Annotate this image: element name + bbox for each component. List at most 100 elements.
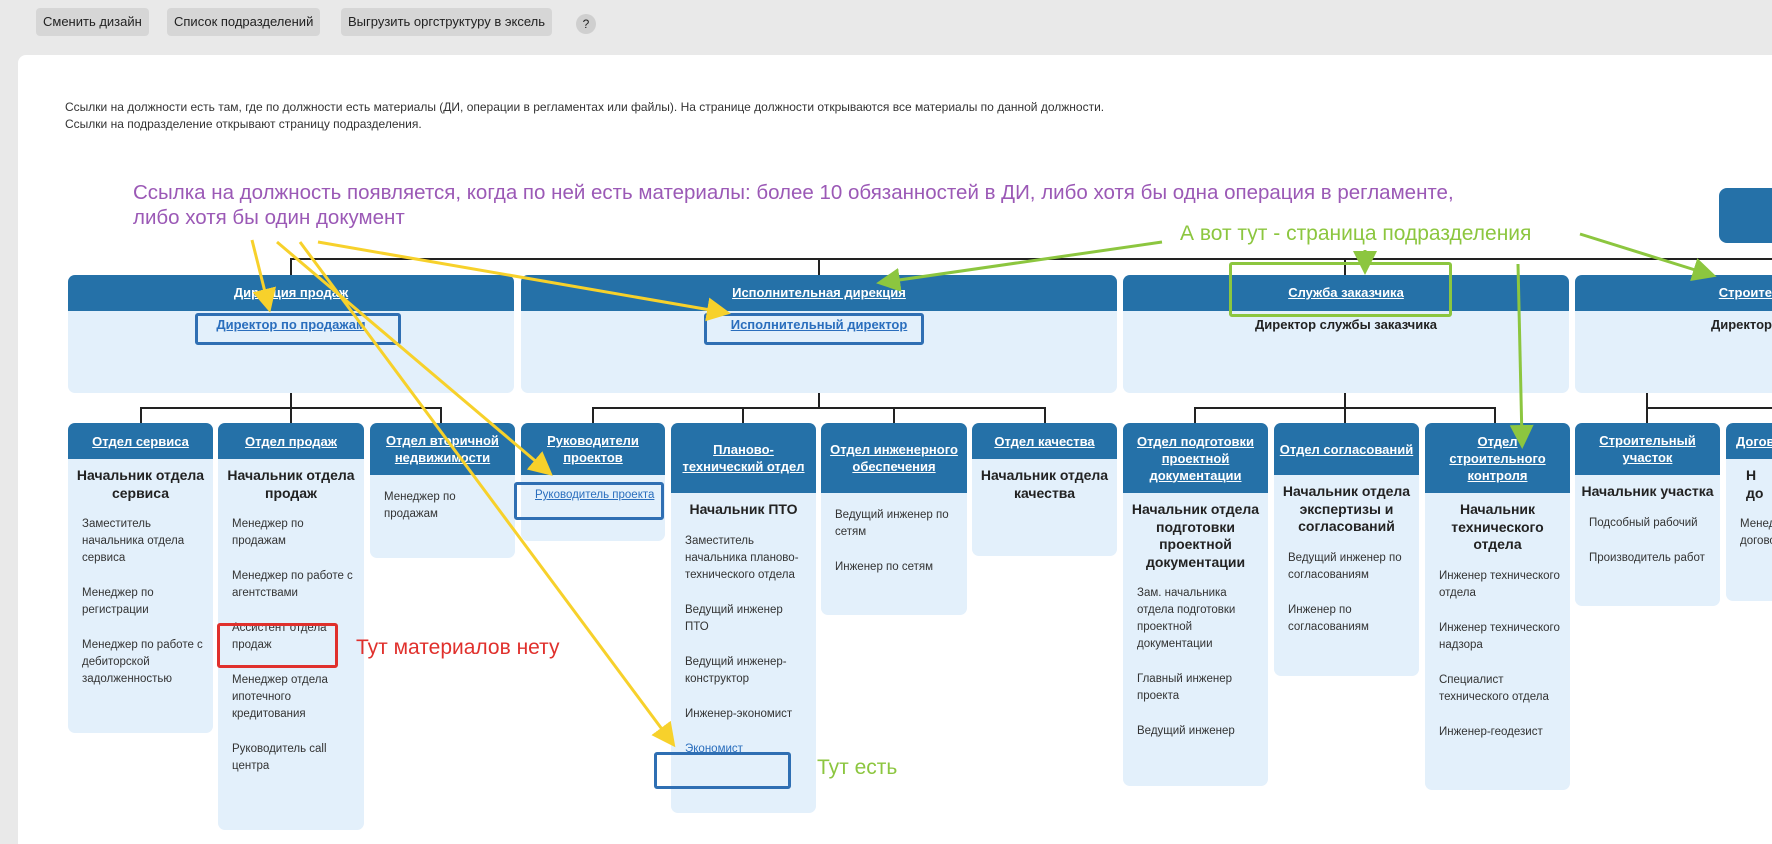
employee-position: Инженер технического отдела: [1439, 569, 1560, 599]
connector: [1344, 393, 1346, 408]
departments-list-button[interactable]: Список подразделений: [167, 8, 321, 36]
connector: [592, 407, 1046, 409]
department-card: Отдел подготовки проектной документации …: [1123, 423, 1268, 786]
employee-position: Главный инженер проекта: [1137, 673, 1233, 702]
employee-position: Менеджер по работе с дебиторской задолже…: [82, 639, 203, 685]
employee-position: Руководитель call центра: [232, 743, 327, 772]
department-link[interactable]: Строительный участок: [1575, 423, 1720, 475]
directorate-link-executive[interactable]: Исполнительная дирекция: [521, 275, 1117, 311]
employee-position: Инженер по согласованиям: [1288, 603, 1369, 633]
department-link[interactable]: Отдел продаж: [218, 423, 364, 459]
employee-position: Менеджер по регистрации: [82, 587, 154, 616]
employee-position: Ведущий инженер-конструктор: [685, 655, 787, 685]
employee-position: Инженер по сетям: [835, 561, 934, 573]
department-head: Начальник отдела подготовки проектной до…: [1131, 501, 1260, 570]
position-link-economist[interactable]: Экономист: [685, 742, 743, 755]
connector: [1646, 393, 1648, 408]
employee-position: Менеджер по работе с агентствами: [232, 570, 353, 599]
directorate-card: Строите Директор: [1575, 275, 1772, 393]
department-head: Н до: [1746, 467, 1764, 501]
department-card: Строительный участок Начальник участка П…: [1575, 423, 1720, 606]
department-head: Начальник отдела качества: [980, 467, 1109, 501]
department-head: Начальник отдела продаж: [227, 467, 355, 501]
department-head: Начальник технического отдела: [1451, 501, 1544, 552]
connector: [1646, 407, 1772, 409]
department-link[interactable]: Планово-технический отдел: [671, 423, 816, 493]
employee-position: Инженер-геодезист: [1439, 725, 1543, 738]
connector: [818, 258, 820, 275]
export-excel-button[interactable]: Выгрузить оргструктуру в эксель: [341, 8, 552, 36]
employee-position: Ведущий инженер ПТО: [685, 603, 783, 633]
highlight-box: [1229, 262, 1452, 317]
connector: [1646, 407, 1648, 423]
department-head: Начальник отдела экспертизы и согласован…: [1282, 483, 1411, 534]
employee-position: Менеджер по продажам: [232, 518, 304, 547]
department-link[interactable]: Отдел строительного контроля: [1425, 423, 1570, 493]
employee-position: Зам. начальника отдела подготовки проект…: [1137, 587, 1236, 650]
department-card: Отдел вторичной недвижимости Менеджер по…: [370, 423, 515, 558]
connector: [290, 407, 292, 423]
department-head: Начальник участка: [1581, 483, 1714, 499]
department-head: Начальник ПТО: [689, 501, 798, 517]
connector: [893, 407, 895, 423]
employee-position: Инженер технического надзора: [1439, 621, 1560, 651]
department-link[interactable]: Руководители проектов: [521, 423, 665, 475]
connector: [1344, 407, 1346, 423]
directorate-link-customer-service[interactable]: Служба заказчика: [1123, 275, 1569, 311]
directorate-link-construction[interactable]: Строите: [1575, 275, 1772, 311]
info-text-line2: Ссылки на подразделение открывают страни…: [65, 117, 422, 131]
connector: [290, 393, 292, 408]
connector: [592, 407, 594, 423]
department-link[interactable]: Отдел подготовки проектной документации: [1123, 423, 1268, 493]
connector: [290, 258, 1772, 260]
connector: [140, 407, 142, 423]
department-head: Начальник отдела сервиса: [76, 467, 205, 501]
info-text-line1: Ссылки на должности есть там, где по дол…: [65, 100, 1105, 114]
highlight-box: [654, 752, 791, 789]
connector: [1194, 407, 1196, 423]
directorate-link-sales[interactable]: Дирекция продаж: [68, 275, 514, 311]
annotation-green-bottom: Тут есть: [817, 756, 898, 779]
change-design-button[interactable]: Сменить дизайн: [36, 8, 149, 36]
department-card: Планово-технический отдел Начальник ПТО …: [671, 423, 816, 813]
connector: [440, 407, 442, 423]
department-card: Отдел сервиса Начальник отдела сервиса З…: [68, 423, 213, 733]
connector: [1494, 407, 1496, 423]
department-link[interactable]: Отдел согласований: [1274, 423, 1419, 475]
highlight-box: [195, 313, 401, 345]
employee-position: Подсобный рабочий: [1589, 516, 1698, 529]
department-card: Отдел согласований Начальник отдела эксп…: [1274, 423, 1419, 676]
department-card: Отдел строительного контроля Начальник т…: [1425, 423, 1570, 790]
side-button[interactable]: [1719, 188, 1772, 243]
highlight-box: [704, 313, 924, 345]
employee-position: Производитель работ: [1589, 551, 1705, 564]
department-link[interactable]: Отдел качества: [972, 423, 1117, 459]
highlight-box: [514, 482, 664, 520]
directorate-head: Директор службы заказчика: [1255, 317, 1437, 332]
connector: [1044, 407, 1046, 423]
help-icon[interactable]: ?: [576, 14, 596, 34]
department-link[interactable]: Отдел вторичной недвижимости: [370, 423, 515, 475]
department-card: Отдел качества Начальник отдела качества: [972, 423, 1117, 556]
employee-position: Специалист технического отдела: [1439, 673, 1549, 703]
department-card: Отдел инженерного обеспечения Ведущий ин…: [821, 423, 967, 615]
connector: [818, 393, 820, 408]
employee-position: Менеджер отдела ипотечного кредитования: [232, 674, 328, 720]
employee-position: Инженер-экономист: [685, 707, 793, 720]
employee-position: Менед догово: [1740, 518, 1772, 547]
employee-position: Ведущий инженер по сетям: [835, 509, 949, 538]
connector: [290, 258, 292, 275]
department-link[interactable]: Отдел инженерного обеспечения: [821, 423, 967, 493]
connector: [1344, 258, 1346, 275]
annotation-green-top: А вот тут - страница подразделения: [1180, 222, 1532, 245]
employee-position: Заместитель начальника отдела сервиса: [82, 518, 185, 564]
employee-position: Заместитель начальника планово-техническ…: [685, 534, 799, 581]
annotation-red: Тут материалов нету: [356, 636, 560, 659]
department-link[interactable]: Догов: [1726, 423, 1772, 459]
department-link[interactable]: Отдел сервиса: [68, 423, 213, 459]
department-card: Догов Н до Менед догово: [1726, 423, 1772, 601]
position-link-executive-director[interactable]: Исполнительный директор: [730, 317, 908, 332]
employee-position: Ведущий инженер: [1137, 725, 1235, 737]
connector: [742, 407, 744, 423]
annotation-purple: Ссылка на должность появляется, когда по…: [133, 181, 1454, 229]
